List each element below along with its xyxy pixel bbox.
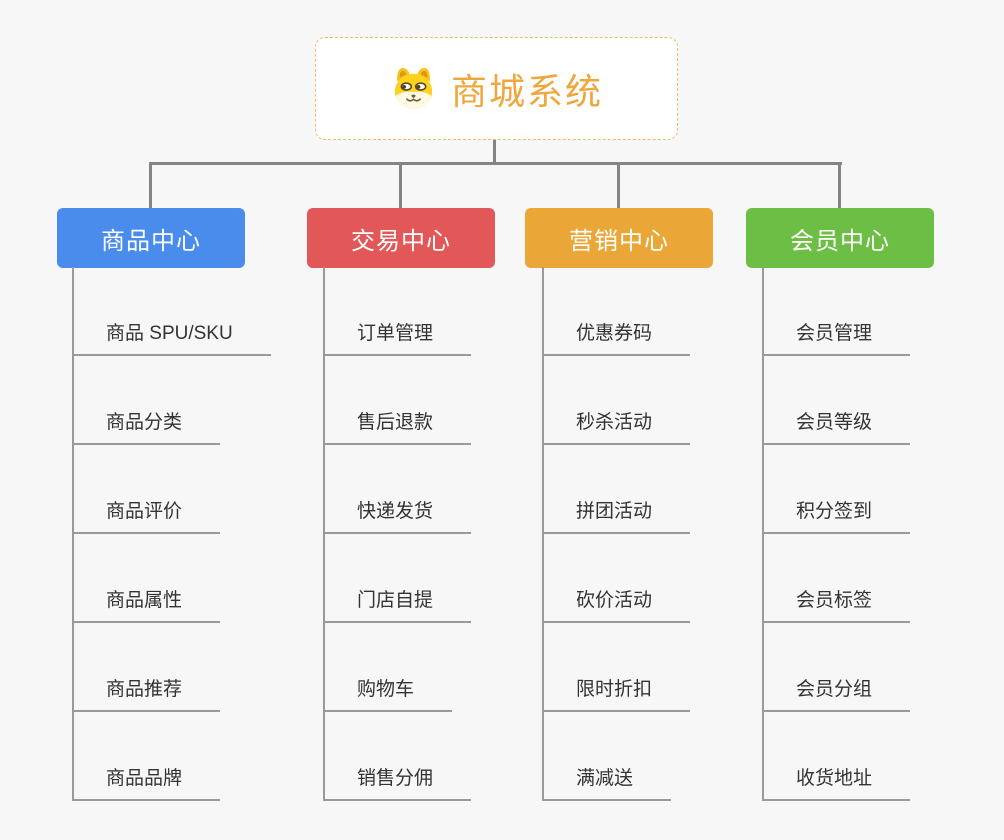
subtopic-item[interactable]: 商品 SPU/SKU [72,318,271,356]
subtopic-item[interactable]: 商品属性 [72,585,221,623]
connector-horizontal-bar [149,162,842,165]
subtopic-item[interactable]: 购物车 [323,674,453,712]
subtopic-item[interactable]: 收货地址 [762,763,911,801]
subtopic-item[interactable]: 秒杀活动 [542,407,691,445]
branch-topic-label: 商品中心 [101,227,201,255]
subtopic-item[interactable]: 会员等级 [762,407,911,445]
branch-topic-label: 交易中心 [351,227,451,255]
root-topic[interactable]: 商城系统 [315,37,678,140]
subtopic-item[interactable]: 快递发货 [323,496,472,534]
subtopic-item[interactable]: 商品品牌 [72,763,221,801]
subtopic-item[interactable]: 砍价活动 [542,585,691,623]
root-topic-title: 商城系统 [450,70,603,112]
subtopic-item[interactable]: 会员分组 [762,674,911,712]
subtopic-item[interactable]: 限时折扣 [542,674,691,712]
subtopic-item[interactable]: 订单管理 [323,318,472,356]
subtopic-item[interactable]: 销售分佣 [323,763,472,801]
connector-drop-1 [149,162,152,208]
connector-drop-2 [399,162,402,208]
subtopic-item[interactable]: 会员管理 [762,318,911,356]
branch-topic-goods[interactable]: 商品中心 [57,208,245,268]
subtopic-item[interactable]: 拼团活动 [542,496,691,534]
shiba-dog-icon [394,67,433,109]
subtopic-item[interactable]: 售后退款 [323,407,472,445]
subtopic-item[interactable]: 积分签到 [762,496,911,534]
subtopic-item[interactable]: 门店自提 [323,585,472,623]
subtopic-item[interactable]: 优惠券码 [542,318,691,356]
branch-topic-trade[interactable]: 交易中心 [307,208,495,268]
subtopic-item[interactable]: 满减送 [542,763,672,801]
subtopic-item[interactable]: 会员标签 [762,585,911,623]
branch-topic-label: 营销中心 [569,227,669,255]
subtopic-item[interactable]: 商品推荐 [72,674,221,712]
connector-root-stub [493,140,496,165]
connector-drop-4 [838,162,841,208]
branch-topic-member[interactable]: 会员中心 [746,208,934,268]
subtopic-item[interactable]: 商品评价 [72,496,221,534]
connector-drop-3 [617,162,620,208]
branch-topic-marketing[interactable]: 营销中心 [525,208,713,268]
subtopic-item[interactable]: 商品分类 [72,407,221,445]
branch-topic-label: 会员中心 [790,227,890,255]
